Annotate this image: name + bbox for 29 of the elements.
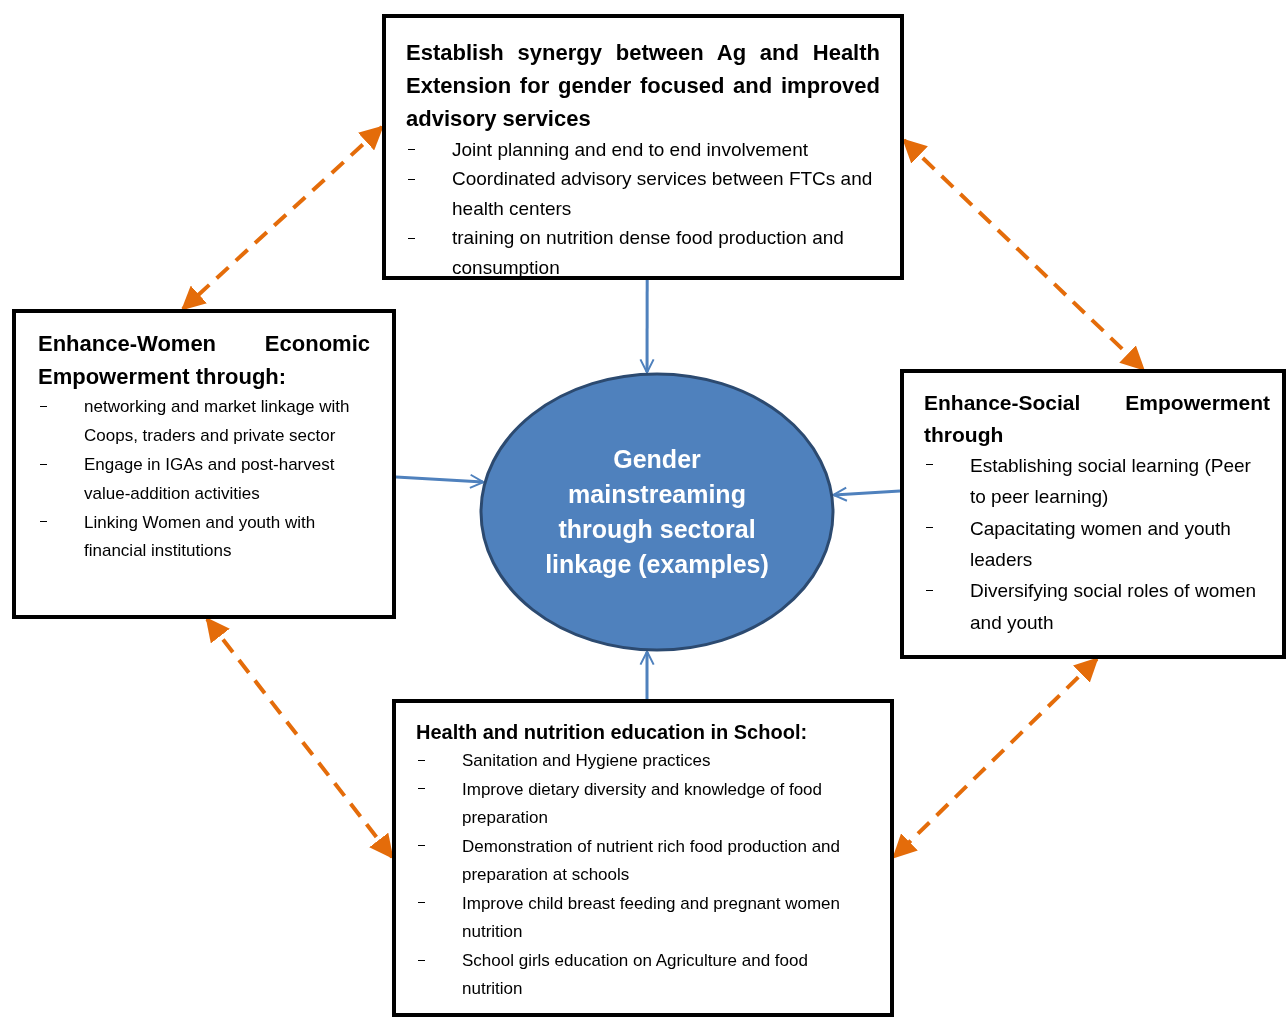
arrow — [639, 280, 655, 373]
bullet-item: Improve child breast feeding and pregnant women nutrition — [416, 889, 870, 947]
bullet-item: training on nutrition dense food production and consumption — [406, 223, 880, 283]
arrow — [395, 474, 484, 489]
box-heading: Enhance-Women Economic Empowerment through: — [38, 330, 370, 391]
bullet-item: networking and market linkage with Coops, traders and private sector — [38, 393, 370, 451]
arrow — [640, 651, 655, 699]
box-heading: Health and nutrition education in School: — [416, 720, 809, 745]
bullet-item: Engage in IGAs and post-harvest value-addition activities — [38, 450, 370, 509]
bullet-item: Capacitating women and youth leaders — [924, 512, 1270, 576]
text-box — [382, 14, 904, 280]
bullet-item: School girls education on Agriculture and food nutrition — [416, 946, 870, 1004]
text-box — [900, 369, 1286, 659]
arrow — [205, 617, 394, 859]
bullet-item: Establishing social learning (Peer to peer learning) — [924, 450, 1270, 513]
bullet-item: Joint planning and end to end involvement — [406, 135, 880, 165]
ellipse-label: Gender mainstreaming through sectoral linkage (examples) — [544, 444, 770, 580]
bullet-item: Linking Women and youth with financial institutions — [38, 508, 370, 567]
bullet-item: Improve dietary diversity and knowledge of food preparation — [416, 775, 870, 833]
box-heading: Enhance-Social Empowerment through — [924, 390, 1270, 448]
bullet-item: Demonstration of nutrient rich food production and preparation at schools — [416, 832, 870, 890]
ellipse-node — [479, 372, 835, 652]
box-heading: Establish synergy between Ag and Health Extension for gender focused and improved advisory services — [406, 39, 880, 133]
text-box — [12, 309, 396, 619]
bullet-item: Sanitation and Hygiene practices — [416, 747, 870, 776]
text-box — [392, 699, 894, 1017]
bullet-item: Diversifying social roles of women and youth — [924, 575, 1270, 639]
arrow — [832, 487, 901, 502]
arrow — [181, 125, 384, 311]
